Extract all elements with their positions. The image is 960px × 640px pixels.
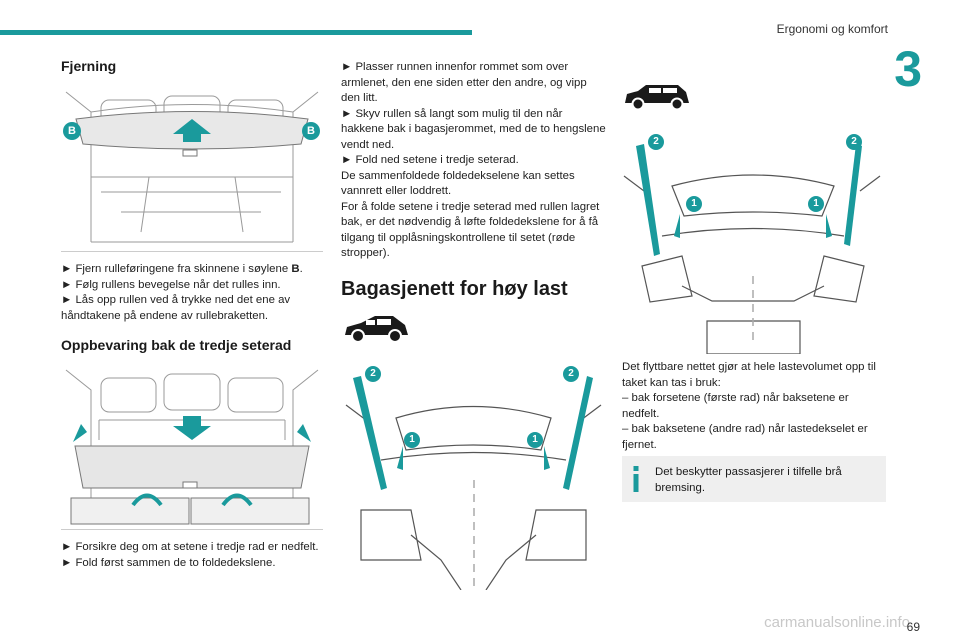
info-box: Det beskytter passasjerer i tilfelle brå… [622, 456, 886, 502]
watermark: carmanualsonline.info [764, 614, 910, 631]
storage-para-3: ► Fold ned setene i tredje seterad. [341, 154, 519, 166]
storage-para-2: ► Skyv rullen så langt som mulig til den… [341, 107, 606, 151]
cargo-net-para-1: Det flyttbare nettet gjør at hele lastev… [622, 361, 876, 389]
cargo-net-text: Det flyttbare nettet gjør at hele lastev… [622, 360, 887, 453]
storage-steps: ► Forsikre deg om at setene i tredje rad… [61, 540, 326, 571]
figure-net-1st-row: 2 2 1 1 [622, 126, 884, 355]
storage-continued-text: ► Plasser runnen innenfor rommet som ove… [341, 60, 606, 262]
callout-b-left: B [63, 122, 81, 140]
removal-step-1: ► Fjern rulleføringene fra skinnene i sø… [61, 263, 303, 275]
chapter-number: 3 [894, 41, 922, 97]
storage-para-5: For å folde setene i tredje seterad med … [341, 200, 600, 260]
removal-steps: ► Fjern rulleføringene fra skinnene i sø… [61, 262, 326, 324]
callout-b-right: B [302, 122, 320, 140]
callout-2-left: 2 [365, 366, 381, 382]
storage-para-1: ► Plasser runnen innenfor rommet som ove… [341, 61, 587, 104]
page-number: 69 [906, 620, 920, 634]
callout-2-left-b: 2 [648, 134, 664, 150]
callout-1-left-b: 1 [686, 196, 702, 212]
car-silhouette-icon-2 [622, 82, 692, 115]
callout-1-right-b: 1 [808, 196, 824, 212]
figure-storage [61, 360, 323, 530]
heading-cargo-net: Bagasjenett for høy last [341, 278, 568, 300]
storage-step-1: ► Forsikre deg om at setene i tredje rad… [61, 541, 319, 553]
removal-step-2: ► Følg rullens bevegelse når det rulles … [61, 278, 281, 291]
heading-storage: Oppbevaring bak de tredje seterad [61, 337, 292, 353]
chapter-title: Ergonomi og komfort [776, 22, 888, 36]
callout-2-right-b: 2 [846, 134, 862, 150]
removal-step-3: ► Lås opp rullen ved å trykke ned det en… [61, 294, 291, 322]
storage-para-4: De sammenfoldede foldedekselene kan sett… [341, 169, 575, 198]
figure-removal: B B [61, 82, 323, 252]
heading-removal: Fjerning [61, 58, 117, 74]
cargo-net-para-2: – bak forsetene (første rad) når baksete… [622, 392, 849, 420]
cargo-net-para-3: – bak baksetene (andre rad) når lastedek… [622, 423, 868, 451]
header-accent-bar [0, 30, 472, 35]
callout-1-right: 1 [527, 432, 543, 448]
callout-2-right: 2 [563, 366, 579, 382]
figure-net-2nd-row: 2 2 1 1 [341, 360, 606, 591]
callout-1-left: 1 [404, 432, 420, 448]
car-silhouette-icon [341, 313, 411, 348]
info-text: Det beskytter passasjerer i tilfelle brå… [655, 466, 842, 494]
info-icon [633, 466, 639, 492]
storage-step-2: ► Fold først sammen de to foldedekslene. [61, 556, 276, 569]
